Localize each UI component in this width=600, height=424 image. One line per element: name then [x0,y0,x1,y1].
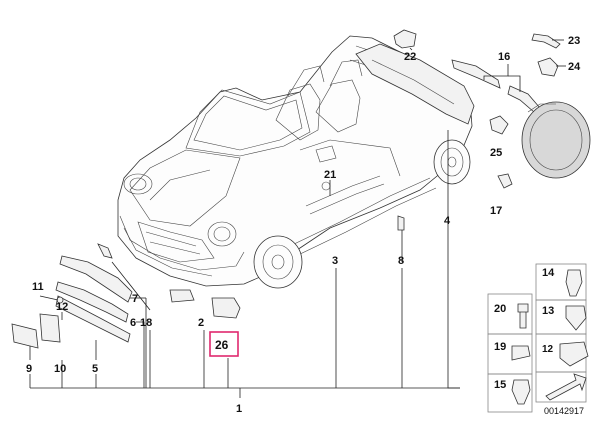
callout-9: 9 [26,363,32,375]
callout-7: 7 [132,293,138,305]
part-6-trim [55,281,129,323]
parts [11,29,591,349]
callout-1: 1 [236,403,242,415]
callout-18: 18 [140,317,152,329]
leader-lines [29,39,566,398]
callouts: 1 2 3 4 5 6 7 8 9 10 11 12 13 14 15 16 1… [26,35,584,416]
rear-bumper-trim [355,43,475,125]
callout-13: 13 [542,305,554,317]
diagram-code: 00142917 [544,406,584,416]
hw-20 [517,303,529,329]
callout-14: 14 [542,267,555,279]
callout-24: 24 [568,61,581,73]
hardware-grid [487,263,589,413]
hw-12 [559,341,589,367]
callout-12: 12 [56,301,68,313]
callout-22: 22 [404,51,416,63]
part-23 [531,33,561,49]
part-25 [489,115,509,135]
callout-15: 15 [494,379,506,391]
callout-20: 20 [494,303,506,315]
callout-17: 17 [490,205,502,217]
car-illustration [117,35,473,289]
part-8 [397,215,405,231]
part-fog-right [211,297,241,319]
callout-19: 19 [494,341,506,353]
callout-16: 16 [498,51,510,63]
part-18 [97,243,113,259]
callout-25: 25 [490,147,502,159]
part-16-b [507,85,541,113]
part-7-trim [59,255,133,303]
part-9-plate [11,323,39,349]
callout-8: 8 [398,255,404,267]
part-fog-left [169,289,195,303]
callout-2: 2 [198,317,204,329]
callout-21: 21 [324,169,336,181]
part-24 [537,57,559,77]
callout-11: 11 [32,281,44,293]
callout-4: 4 [444,215,451,227]
part-16-a [451,59,501,89]
callout-3: 3 [332,255,338,267]
direction-arrow-icon [545,373,587,401]
hw-15 [511,379,531,405]
callout-5: 5 [92,363,98,375]
hw-13 [565,305,587,331]
speaker-grille [521,101,591,179]
highlight-26 [209,331,239,357]
part-22 [393,29,417,49]
hw-19 [511,345,531,361]
hw-14 [565,269,583,297]
callout-12-grid: 12 [542,344,554,355]
part-5-trim [55,295,131,343]
callout-23: 23 [568,35,580,47]
callout-10: 10 [54,363,66,375]
callout-6: 6 [130,317,136,329]
part-17 [497,173,513,189]
callout-26: 26 [215,338,229,352]
part-12-plate [39,313,61,343]
